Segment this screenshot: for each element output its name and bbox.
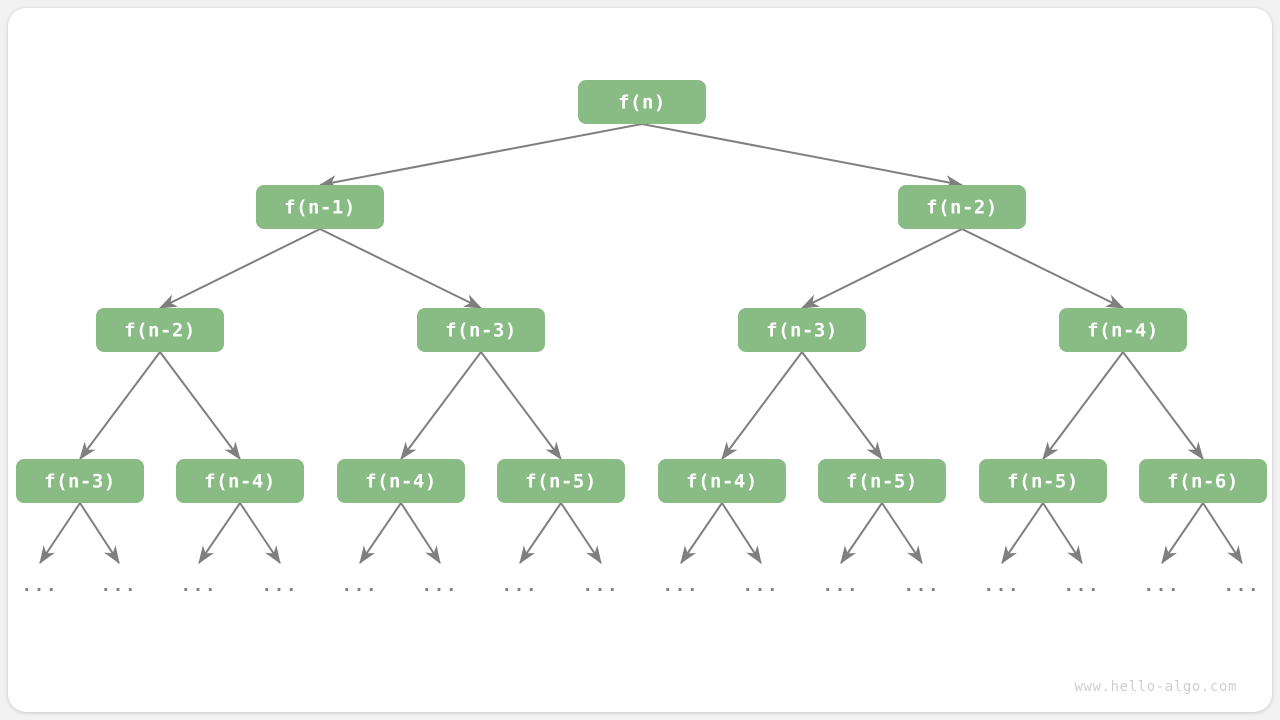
ellipsis-label: ... — [502, 576, 539, 596]
tree-node[interactable]: f(n-1) — [256, 185, 384, 229]
tree-node-box — [1059, 308, 1187, 352]
tree-node-label: f(n-2) — [124, 320, 196, 342]
tree-edge — [801, 351, 883, 460]
ellipsis-arrows-layer — [39, 502, 1243, 565]
tree-edge — [480, 351, 562, 460]
tree-node-label: f(n) — [618, 92, 666, 114]
tree-node[interactable]: f(n-6) — [1139, 459, 1267, 503]
tree-edge — [961, 228, 1125, 309]
ellipsis-edge — [39, 502, 81, 564]
tree-node-label: f(n-4) — [204, 471, 276, 493]
tree-node[interactable]: f(n-4) — [337, 459, 465, 503]
tree-node-box — [16, 459, 144, 503]
tree-node-label: f(n-3) — [445, 320, 517, 342]
tree-node-box — [658, 459, 786, 503]
tree-edge — [400, 351, 482, 460]
ellipsis-label: ... — [743, 576, 780, 596]
tree-node-label: f(n-5) — [846, 471, 918, 493]
tree-node[interactable]: f(n) — [578, 80, 706, 124]
ellipsis-edge — [79, 502, 120, 565]
tree-edge — [1042, 351, 1124, 460]
tree-node-box — [818, 459, 946, 503]
tree-node-box — [738, 308, 866, 352]
tree-node-label: f(n-3) — [44, 471, 116, 493]
ellipsis-label: ... — [262, 576, 299, 596]
tree-node[interactable]: f(n-5) — [979, 459, 1107, 503]
ellipsis-edge — [1202, 502, 1243, 565]
ellipsis-edge — [519, 502, 562, 564]
ellipsis-edge — [881, 502, 923, 564]
tree-node[interactable]: f(n-2) — [96, 308, 224, 352]
tree-node[interactable]: f(n-5) — [818, 459, 946, 503]
tree-node-label: f(n-4) — [365, 471, 437, 493]
ellipsis-label: ... — [422, 576, 459, 596]
ellipsis-label: ... — [1144, 576, 1181, 596]
ellipsis-label: ... — [663, 576, 700, 596]
ellipsis-label: ... — [823, 576, 860, 596]
tree-node[interactable]: f(n-3) — [16, 459, 144, 503]
tree-node-box — [417, 308, 545, 352]
ellipsis-layer: ........................................… — [22, 576, 1261, 596]
tree-node-label: f(n-5) — [525, 471, 597, 493]
ellipsis-edge — [1161, 502, 1204, 564]
tree-node-label: f(n-4) — [686, 471, 758, 493]
edges-layer — [79, 123, 1204, 460]
tree-node-box — [96, 308, 224, 352]
tree-node[interactable]: f(n-3) — [417, 308, 545, 352]
ellipsis-edge — [198, 502, 241, 564]
tree-node-label: f(n-3) — [766, 320, 838, 342]
tree-node-box — [337, 459, 465, 503]
tree-node-label: f(n-6) — [1167, 471, 1239, 493]
ellipsis-label: ... — [583, 576, 620, 596]
ellipsis-label: ... — [342, 576, 379, 596]
ellipsis-label: ... — [1064, 576, 1101, 596]
ellipsis-edge — [680, 502, 723, 564]
tree-node[interactable]: f(n-4) — [1059, 308, 1187, 352]
tree-edge — [159, 351, 241, 460]
ellipsis-edge — [1042, 502, 1083, 565]
tree-node-box — [497, 459, 625, 503]
ellipsis-edge — [1001, 502, 1044, 564]
tree-node-box — [176, 459, 304, 503]
ellipsis-edge — [239, 502, 281, 564]
watermark-label: www.hello-algo.com — [1074, 679, 1237, 695]
tree-node-label: f(n-4) — [1087, 320, 1159, 342]
ellipsis-edge — [359, 502, 402, 564]
ellipsis-edge — [400, 502, 441, 565]
tree-node[interactable]: f(n-2) — [898, 185, 1026, 229]
tree-edge — [319, 228, 483, 309]
tree-edge — [318, 123, 643, 189]
ellipsis-label: ... — [22, 576, 59, 596]
tree-node[interactable]: f(n-3) — [738, 308, 866, 352]
tree-node-box — [256, 185, 384, 229]
tree-edge — [721, 351, 803, 460]
tree-edge — [641, 123, 964, 189]
tree-edge — [800, 228, 963, 309]
tree-node-label: f(n-5) — [1007, 471, 1079, 493]
tree-node[interactable]: f(n-5) — [497, 459, 625, 503]
ellipsis-edge — [721, 502, 762, 565]
ellipsis-label: ... — [904, 576, 941, 596]
nodes-layer: f(n) f(n-1) f(n-2) f(n-2) f(n-3) f(n-3) f(n-4)… — [16, 80, 1267, 503]
tree-node[interactable]: f(n-4) — [658, 459, 786, 503]
tree-node[interactable]: f(n-4) — [176, 459, 304, 503]
tree-node-box — [578, 80, 706, 124]
tree-edge — [79, 351, 161, 460]
ellipsis-edge — [560, 502, 602, 564]
tree-edge — [158, 228, 321, 309]
tree-node-box — [979, 459, 1107, 503]
tree-node-box — [1139, 459, 1267, 503]
ellipsis-edge — [840, 502, 883, 564]
tree-node-box — [898, 185, 1026, 229]
ellipsis-label: ... — [1224, 576, 1261, 596]
tree-edge — [1122, 351, 1204, 460]
tree-node-label: f(n-2) — [926, 197, 998, 219]
ellipsis-label: ... — [181, 576, 218, 596]
ellipsis-label: ... — [984, 576, 1021, 596]
ellipsis-label: ... — [101, 576, 138, 596]
tree-node-label: f(n-1) — [284, 197, 356, 219]
